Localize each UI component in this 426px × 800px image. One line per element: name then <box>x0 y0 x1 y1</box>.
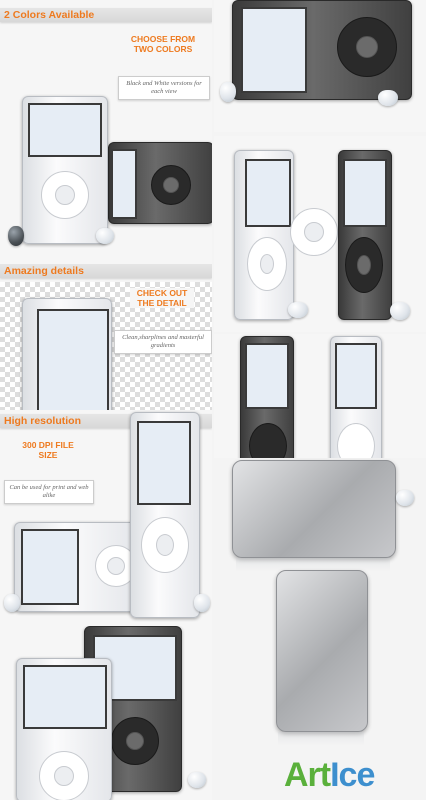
click-wheel <box>290 208 338 256</box>
earphone-icon <box>194 594 210 612</box>
resolution-panel: High resolution 300 DPI FILE SIZE Can be… <box>0 410 212 626</box>
click-wheel <box>151 165 191 205</box>
center-button <box>356 36 378 58</box>
earphone-icon <box>8 226 24 246</box>
click-wheel <box>141 517 189 573</box>
center-button <box>55 185 75 205</box>
click-wheel <box>337 17 397 77</box>
ipod-black-tilted <box>240 336 294 468</box>
center-button <box>163 177 179 193</box>
side-view-panel <box>214 136 426 332</box>
center-button <box>107 557 125 575</box>
click-wheel <box>111 717 159 765</box>
earphone-icon <box>4 594 20 612</box>
earphone-icon <box>396 490 414 506</box>
ipod-silver-front <box>16 658 112 800</box>
reflection <box>278 732 364 746</box>
section-header-colors: 2 Colors Available <box>0 8 212 22</box>
center-button <box>54 766 74 786</box>
ipod-screen <box>21 529 79 605</box>
callout-note-colors: Black and White versions for each view <box>118 76 210 100</box>
ipod-silver-angled <box>130 412 200 618</box>
earphone-icon <box>188 772 206 788</box>
callout-title-details: CHECK OUT THE DETAIL <box>130 288 194 308</box>
ipod-screen <box>137 421 191 505</box>
click-wheel <box>41 171 89 219</box>
ipod-silver-tilted <box>330 336 382 468</box>
center-button <box>156 534 174 556</box>
earphone-icon <box>220 82 236 102</box>
center-button <box>304 222 324 242</box>
ipod-silver-side-view <box>234 150 294 320</box>
ipod-black-landscape <box>108 142 212 224</box>
callout-note-resolution: Can be used for print and web alike <box>4 480 94 504</box>
click-wheel <box>345 237 383 293</box>
ipod-back-portrait <box>276 570 368 732</box>
section-title-colors: 2 Colors Available <box>4 9 95 21</box>
callout-title-colors: CHOOSE FROM TWO COLORS <box>130 34 196 54</box>
ipod-black-landscape <box>232 0 412 100</box>
brand-watermark: ArtIce <box>284 756 375 794</box>
ipod-back-landscape <box>232 460 396 558</box>
ipod-silver-front <box>22 96 108 244</box>
section-title-resolution: High resolution <box>4 415 81 427</box>
callout-title-resolution: 300 DPI FILE SIZE <box>22 440 74 460</box>
center-button <box>126 732 144 750</box>
earphone-icon <box>378 90 398 106</box>
ipod-screen <box>335 343 377 409</box>
click-wheel <box>247 237 287 291</box>
section-header-details: Amazing details <box>0 264 212 278</box>
ipod-screen <box>241 7 307 93</box>
ipod-screen <box>28 103 102 157</box>
ipod-screen <box>343 159 387 227</box>
brand-watermark-art: Art <box>284 756 331 794</box>
ipod-screen <box>23 665 107 729</box>
center-button <box>357 255 371 275</box>
center-button <box>260 254 274 274</box>
ipod-black-side-view <box>338 150 392 320</box>
back-panel: ArtIce <box>214 458 426 800</box>
ipod-screen <box>111 149 137 219</box>
top-view-panel <box>214 334 426 468</box>
ipod-screen <box>37 309 109 410</box>
ipod-screen <box>245 159 291 227</box>
black-landscape-panel <box>214 0 426 132</box>
details-panel: Amazing details CHECK OUT THE DETAIL Cle… <box>0 264 212 410</box>
ipod-screen <box>245 343 289 409</box>
ipod-silver-closeup <box>22 298 112 410</box>
click-wheel <box>39 751 89 800</box>
pair-panel <box>0 626 212 800</box>
callout-note-details: Clean,sharplines and masterful gradients <box>114 330 212 354</box>
brand-watermark-ice: Ice <box>330 756 375 794</box>
earphone-icon <box>288 302 308 318</box>
ipod-silver-landscape <box>14 522 140 612</box>
earphone-icon <box>96 228 114 244</box>
reflection <box>236 558 390 572</box>
earphone-icon <box>390 302 410 320</box>
section-title-details: Amazing details <box>4 265 84 277</box>
colors-panel: 2 Colors Available CHOOSE FROM TWO COLOR… <box>0 0 212 264</box>
